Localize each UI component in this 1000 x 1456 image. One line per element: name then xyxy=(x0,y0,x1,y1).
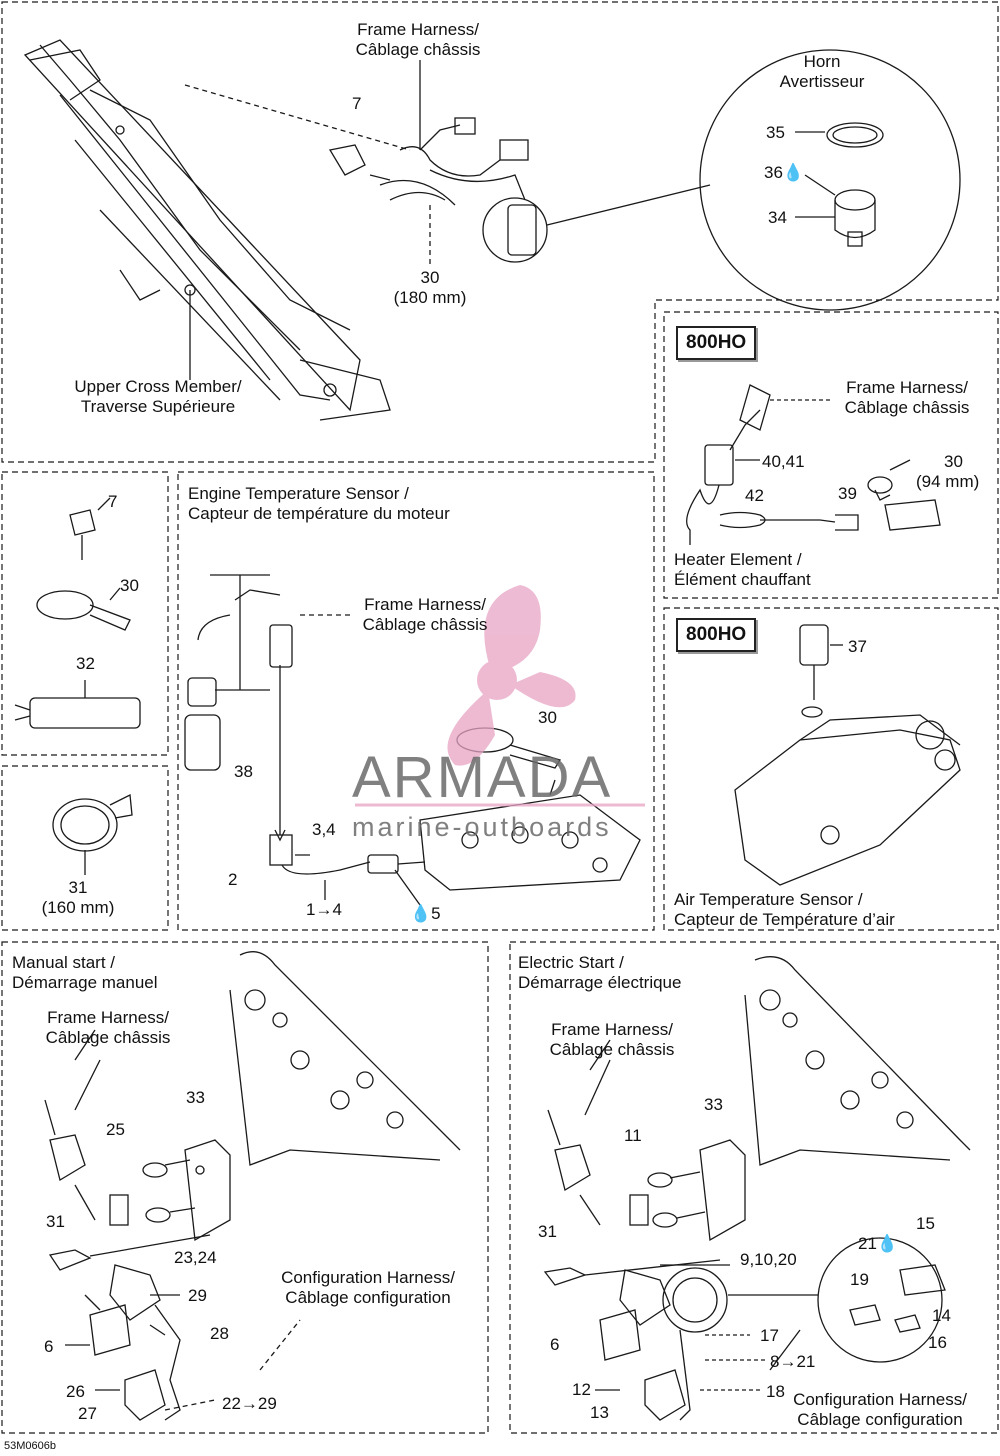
manual-part-29-label: 29 xyxy=(188,1286,207,1305)
top-harness-drawing xyxy=(184,49,961,311)
manual-part-31-label: 31 xyxy=(46,1212,65,1231)
part-2-label: 2 xyxy=(228,870,238,889)
heater-frame-harness-label: Frame Harness/ Câblage châssis xyxy=(844,378,970,417)
part-34-label: 34 xyxy=(768,208,787,227)
part-39-label: 39 xyxy=(838,484,857,503)
part-35-label: 35 xyxy=(766,123,785,142)
electric-start-drawing xyxy=(543,956,971,1421)
engine-temp-drawing xyxy=(184,574,641,906)
part-30-label: 30 xyxy=(420,268,440,287)
electric-part-6-label: 6 xyxy=(550,1335,560,1354)
part-40-41-label: 40,41 xyxy=(762,452,805,471)
upper-cross-member-label: Upper Cross Member/ Traverse Supérieure xyxy=(74,377,242,416)
part-37-label: 37 xyxy=(848,637,867,656)
electric-part-31-label: 31 xyxy=(538,1222,557,1241)
manual-start-title: Manual start / Démarrage manuel xyxy=(12,953,158,992)
engine-part-30-label: 30 xyxy=(538,708,557,727)
watermark-logo xyxy=(355,585,645,807)
manual-part-23-24-label: 23,24 xyxy=(174,1248,217,1267)
oil-drop-icon: 💧 xyxy=(876,1234,899,1253)
manual-part-22-29-label: 22→29 xyxy=(222,1394,277,1413)
manual-part-26-label: 26 xyxy=(66,1382,85,1401)
frame-harness-label: Frame Harness/ Câblage châssis xyxy=(355,20,481,59)
left-part-32-label: 32 xyxy=(76,654,95,673)
manual-config-harness-label: Configuration Harness/ Câblage configura… xyxy=(281,1268,455,1307)
badge-800ho-air: 800HO xyxy=(676,618,757,652)
heater-element-title: Heater Element / Élément chauffant xyxy=(674,550,811,589)
electric-part-13-label: 13 xyxy=(590,1403,609,1422)
part-38-label: 38 xyxy=(234,762,253,781)
electric-frame-harness-label: Frame Harness/ Câblage châssis xyxy=(549,1020,675,1059)
oil-drop-icon: 💧 xyxy=(782,163,805,182)
left-part-30-label: 30 xyxy=(120,576,139,595)
electric-part-8-21-label: 8→21 xyxy=(770,1352,816,1371)
electric-part-15-label: 15 xyxy=(916,1214,935,1233)
left-parts-drawing xyxy=(14,497,141,875)
manual-frame-harness-label: Frame Harness/ Câblage châssis xyxy=(45,1008,171,1047)
heater-drawing xyxy=(686,384,941,545)
manual-part-6-label: 6 xyxy=(44,1337,54,1356)
electric-part-33-label: 33 xyxy=(704,1095,723,1114)
electric-part-16-label: 16 xyxy=(928,1333,947,1352)
frame-drawing xyxy=(23,39,391,421)
electric-part-9-10-20-label: 9,10,20 xyxy=(740,1250,797,1269)
left-part-7-label: 7 xyxy=(108,492,118,511)
part-42-label: 42 xyxy=(745,486,764,505)
oil-drop-icon: 💧 xyxy=(410,904,432,923)
air-sensor-drawing xyxy=(734,624,961,886)
electric-config-harness-label: Configuration Harness/ Câblage configura… xyxy=(793,1390,967,1429)
manual-part-28-label: 28 xyxy=(210,1324,229,1343)
engine-temp-title: Engine Temperature Sensor / Capteur de t… xyxy=(188,484,450,523)
electric-part-21-label: 21💧 xyxy=(858,1234,899,1253)
watermark-sub: marine-outboards xyxy=(352,812,612,842)
badge-800ho-heater: 800HO xyxy=(676,326,757,360)
part-3-4-label: 3,4 xyxy=(312,820,336,839)
engine-frame-harness-label: Frame Harness/ Câblage châssis xyxy=(362,595,488,634)
electric-start-title: Electric Start / Démarrage électrique xyxy=(518,953,682,992)
left-part-31-label: 31 xyxy=(68,878,88,897)
horn-label: Horn Avertisseur xyxy=(779,52,865,91)
electric-part-17-label: 17 xyxy=(760,1326,779,1345)
electric-part-18-label: 18 xyxy=(766,1382,785,1401)
electric-part-12-label: 12 xyxy=(572,1380,591,1399)
figure-code: 53M0606b xyxy=(4,1440,56,1452)
part-1-4-label: 1→4 xyxy=(306,900,342,919)
electric-part-19-label: 19 xyxy=(850,1270,869,1289)
electric-part-11-label: 11 xyxy=(624,1126,642,1145)
part-5-label: 💧5 xyxy=(410,904,441,923)
heater-part-30-label: 30 xyxy=(944,452,963,471)
manual-part-27-label: 27 xyxy=(78,1404,97,1423)
part-7-label: 7 xyxy=(352,94,362,113)
heater-part-30-length: (94 mm) xyxy=(916,472,980,491)
watermark-brand: ARMADA xyxy=(352,745,613,810)
left-part-31-length: (160 mm) xyxy=(41,898,115,917)
manual-start-drawing xyxy=(44,951,461,1421)
part-30-length: (180 mm) xyxy=(393,288,467,307)
manual-part-25-label: 25 xyxy=(106,1120,125,1139)
part-36-label: 36💧 xyxy=(764,163,805,182)
air-temp-sensor-title: Air Temperature Sensor / Capteur de Temp… xyxy=(674,890,895,929)
manual-part-33-label: 33 xyxy=(186,1088,205,1107)
electric-part-14-label: 14 xyxy=(932,1306,951,1325)
